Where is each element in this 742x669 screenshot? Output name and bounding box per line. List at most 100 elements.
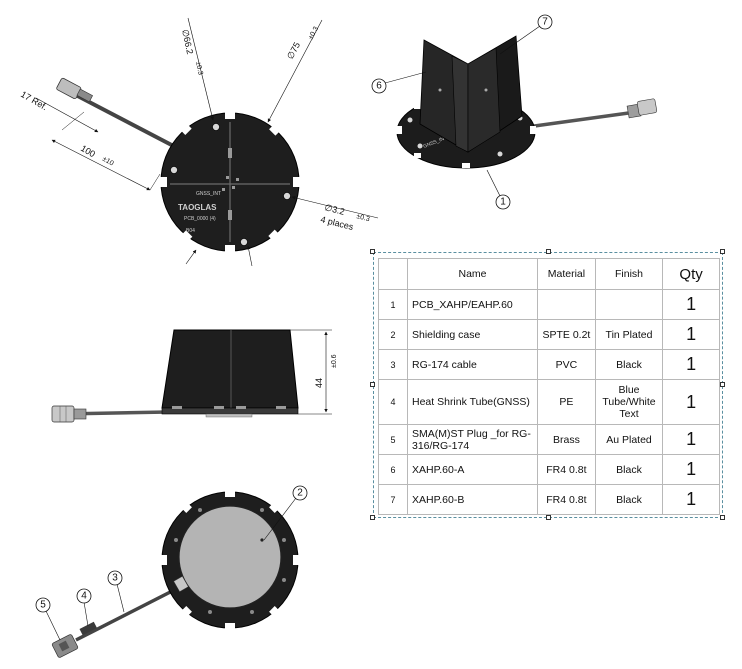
dim-leader-hole [291,196,379,219]
bottom-cable-clamp [173,575,189,593]
bom-header-qty: Qty [662,258,720,290]
dim-cable-ref: 17 Ref. [19,89,49,112]
bom-cell-material: PE [537,379,596,425]
bom-cell-finish: Black [594,454,664,485]
pcb-brand-logo: TAOGLAS [178,203,217,212]
iso-fin-mark-2 [438,88,442,92]
dim-leader-large-lower [246,245,253,267]
callout-3-label: 3 [112,573,118,584]
callout-1-label: 1 [500,197,506,208]
dim-leader-small-lower [185,249,197,265]
callout-1-leader [486,169,501,197]
bom-cell-no: 5 [378,424,408,455]
callout-6-leader [384,71,427,84]
table-row: 6 XAHP.60-A FR4 0.8t Black 1 [378,454,720,485]
dim-height: 44 [314,378,324,388]
bom-cell-material: Brass [537,424,596,455]
callout-2-label: 2 [297,488,303,499]
bom-cell-finish: Blue Tube/White Text [594,379,664,425]
pcb-label-gnss: GNSS_INT [196,191,221,197]
side-view: 44 ±0.6 [51,329,338,423]
shield-marker-dot [260,538,264,542]
bom-table: Name Material Finish Qty 1 PCB_XAHP/EAHP… [378,258,720,515]
frame-handle-top-right[interactable] [720,249,725,254]
table-row: 4 Heat Shrink Tube(GNSS) PE Blue Tube/Wh… [378,379,720,425]
iso-cable [519,110,637,130]
callout-5-label: 5 [40,600,46,611]
dim-diameter-small-tol: ±0.3 [194,61,204,76]
bom-cell-name: PCB_XAHP/EAHP.60 [407,289,538,320]
bom-cell-material: SPTE 0.2t [537,319,596,350]
bottom-pads [174,508,286,614]
bom-cell-qty: 1 [662,454,720,485]
dim-ext-cable-length [149,173,161,191]
bom-cell-qty: 1 [662,379,720,425]
table-row: 3 RG-174 cable PVC Black 1 [378,349,720,380]
bom-cell-no: 1 [378,289,408,320]
dim-line-cable-ref [35,97,99,133]
bottom-sma-connector [51,634,79,658]
side-pad-4 [276,406,286,409]
dim-height-tol: ±0.6 [331,354,338,368]
bom-header-no [378,258,408,290]
dim-line-cable-length [51,139,151,191]
bom-cell-material [537,289,596,320]
dim-diameter-large: ∅75 [285,40,302,60]
bottom-notches [160,490,300,630]
bom-cell-no: 4 [378,379,408,425]
bom-cell-name: RG-174 cable [407,349,538,380]
top-view-sma-connector [56,77,93,103]
callout-4-label: 4 [81,591,87,602]
table-row: 5 SMA(M)ST Plug _for RG-316/RG-174 Brass… [378,424,720,455]
callout-3-leader [116,583,125,613]
top-view-mounting-holes [170,123,291,246]
bom-cell-finish [594,289,664,320]
bom-header-row: Name Material Finish Qty [378,258,720,290]
dim-diameter-small: ∅66.2 [180,28,195,55]
bom-cell-material: FR4 0.8t [537,454,596,485]
pcb-label-rev: B04 [186,228,195,234]
bom-cell-name: SMA(M)ST Plug _for RG-316/RG-174 [407,424,538,455]
frame-handle-top-mid[interactable] [546,249,551,254]
iso-fin-mark [484,88,488,92]
dim-hole-tol: ±0.3 [356,213,371,223]
callout-5-leader [45,610,61,641]
side-fins [161,329,299,409]
side-pad-1 [172,406,182,409]
callout-7-leader [499,25,541,55]
dim-cable-tol: ±10 [101,156,115,168]
callout-7 [537,14,553,30]
iso-fin-b-front [467,47,501,153]
iso-sma-connector [626,98,658,119]
frame-handle-mid-right[interactable] [720,382,725,387]
callout-5 [35,597,51,613]
bom-cell-name: Heat Shrink Tube(GNSS) [407,379,538,425]
dim-hole: ∅3.2 [324,202,346,217]
bom-cell-finish: Tin Plated [594,319,664,350]
callout-4 [76,588,92,604]
table-row: 7 XAHP.60-B FR4 0.8t Black 1 [378,484,720,515]
callout-7-label: 7 [542,17,548,28]
bom-cell-name: XAHP.60-B [407,484,538,515]
frame-handle-mid-left[interactable] [370,382,375,387]
frame-handle-bottom-mid[interactable] [546,515,551,520]
frame-handle-bottom-left[interactable] [370,515,375,520]
frame-handle-bottom-right[interactable] [720,515,725,520]
frame-handle-top-left[interactable] [370,249,375,254]
callouts: 1 6 7 2 3 4 5 [35,14,553,641]
callout-3 [107,570,123,586]
bottom-cable [75,582,187,642]
bom-cell-qty: 1 [662,349,720,380]
bom-header-material: Material [537,258,596,290]
side-pad-3 [236,406,246,409]
side-shield [205,413,253,418]
top-view-notches [159,111,301,253]
bom-cell-finish: Black [594,484,664,515]
bom-cell-no: 7 [378,484,408,515]
bom-cell-name: XAHP.60-A [407,454,538,485]
dim-hole-count: 4 places [320,214,355,232]
callout-2 [292,485,308,501]
callout-1 [495,194,511,210]
bottom-heat-shrink [79,621,97,636]
